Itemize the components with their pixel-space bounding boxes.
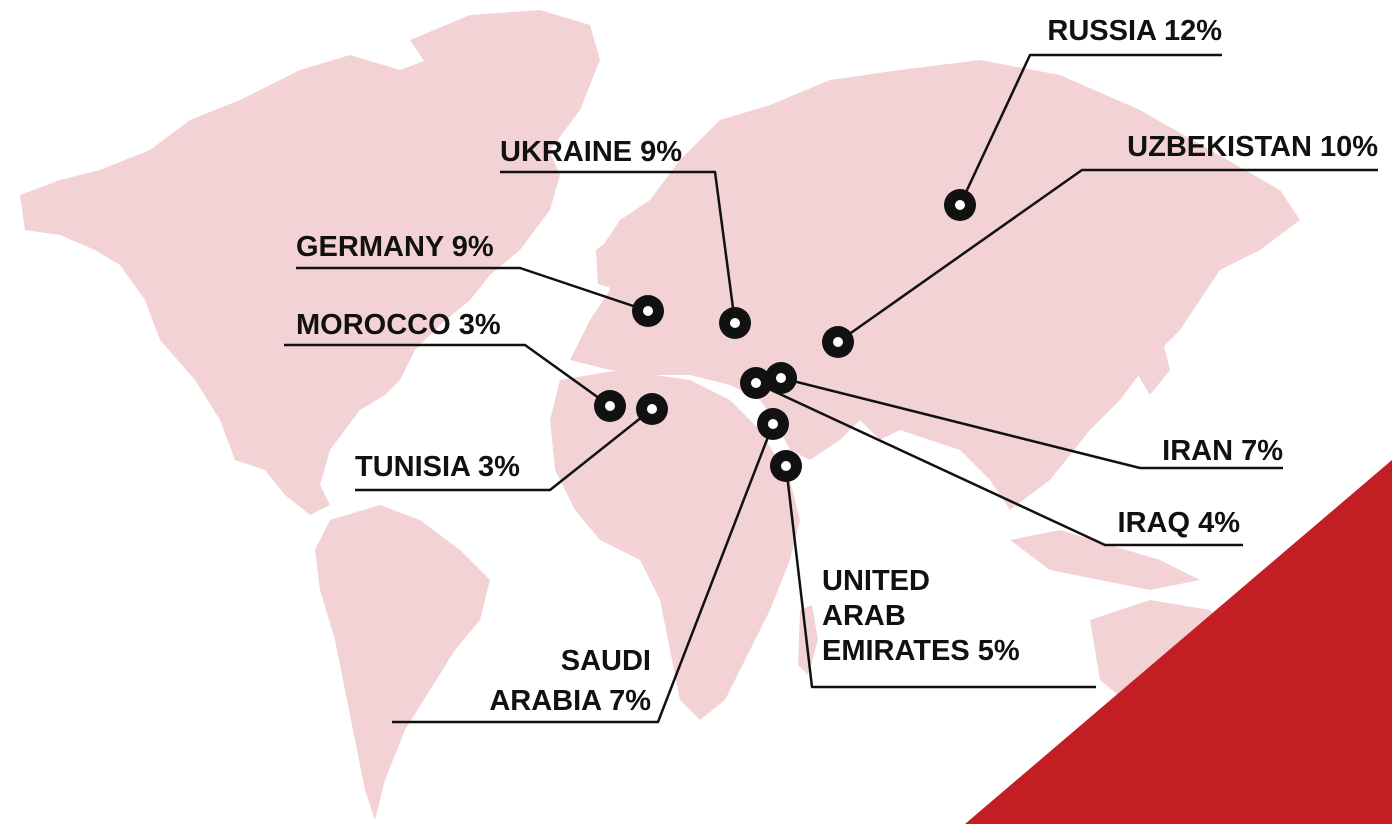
germany-leader-line <box>296 266 649 313</box>
landmass-africa <box>550 370 800 720</box>
ukraine-leader-line <box>500 170 737 324</box>
tunisia-label-line: TUNISIA 3% <box>355 451 520 483</box>
iran-leader-line <box>780 376 1283 470</box>
landmass-japan <box>1135 310 1170 395</box>
russia-pin-icon[interactable] <box>944 189 976 221</box>
uae-label-line: ARAB <box>822 600 906 632</box>
iran-label: IRAN 7% <box>1162 435 1283 467</box>
saudi-pin-center <box>768 419 778 429</box>
uzbekistan-label: UZBEKISTAN 10% <box>1127 131 1378 163</box>
uae-label-line: UNITED <box>822 565 930 597</box>
iraq-pin-center <box>751 378 761 388</box>
saudi-label-line: SAUDI <box>561 645 651 677</box>
uzbekistan-leader-line <box>837 168 1378 344</box>
germany-pin-icon[interactable] <box>632 295 664 327</box>
morocco-leader-line <box>284 343 611 408</box>
tunisia-label: TUNISIA 3% <box>355 451 520 483</box>
russia-label: RUSSIA 12% <box>1047 15 1222 47</box>
landmass-madagascar <box>798 605 818 675</box>
saudi-pin-icon[interactable] <box>757 408 789 440</box>
landmass-greenland <box>410 10 600 150</box>
morocco-label-line: MOROCCO 3% <box>296 309 501 341</box>
iraq-label: IRAQ 4% <box>1118 507 1241 539</box>
uzbekistan-pin-center <box>833 337 843 347</box>
iraq-pin-icon[interactable] <box>740 367 772 399</box>
russia-pin-center <box>955 200 965 210</box>
germany-pin-center <box>643 306 653 316</box>
iraq-label-line: IRAQ 4% <box>1118 507 1241 539</box>
germany-label: GERMANY 9% <box>296 231 494 263</box>
saudi-label: SAUDI ARABIA 7% <box>489 645 651 717</box>
morocco-pin-icon[interactable] <box>594 390 626 422</box>
iran-pin-center <box>776 373 786 383</box>
morocco-label: MOROCCO 3% <box>296 309 501 341</box>
landmass-south-america <box>315 505 490 820</box>
tunisia-leader-line <box>355 408 653 492</box>
ukraine-label: UKRAINE 9% <box>500 136 682 168</box>
uae-pin-center <box>781 461 791 471</box>
corner-accent <box>965 460 1392 824</box>
landmass-eurasia <box>570 60 1300 510</box>
landmass-indonesia <box>1010 530 1200 590</box>
uae-leader-line <box>784 465 1096 689</box>
landmass-north-america <box>20 55 560 515</box>
leader-lines <box>284 53 1378 724</box>
uae-label-line: EMIRATES 5% <box>822 635 1020 667</box>
landmass-uk <box>596 238 620 288</box>
uzbekistan-pin-icon[interactable] <box>822 326 854 358</box>
ukraine-pin-icon[interactable] <box>719 307 751 339</box>
germany-label-line: GERMANY 9% <box>296 231 494 263</box>
russia-leader-line <box>958 53 1222 206</box>
country-labels: RUSSIA 12% UZBEKISTAN 10% UKRAINE 9% GERMAN… <box>296 15 1378 717</box>
saudi-label-line: ARABIA 7% <box>489 685 651 717</box>
saudi-leader-line <box>392 423 775 724</box>
tunisia-pin-center <box>647 404 657 414</box>
ukraine-pin-center <box>730 318 740 328</box>
iran-pin-icon[interactable] <box>765 362 797 394</box>
location-markers <box>594 189 976 482</box>
tunisia-pin-icon[interactable] <box>636 393 668 425</box>
uzbekistan-label-line: UZBEKISTAN 10% <box>1127 131 1378 163</box>
morocco-pin-center <box>605 401 615 411</box>
iran-label-line: IRAN 7% <box>1162 435 1283 467</box>
russia-label-line: RUSSIA 12% <box>1047 15 1222 47</box>
iraq-leader-line <box>755 381 1243 547</box>
uae-pin-icon[interactable] <box>770 450 802 482</box>
ukraine-label-line: UKRAINE 9% <box>500 136 682 168</box>
